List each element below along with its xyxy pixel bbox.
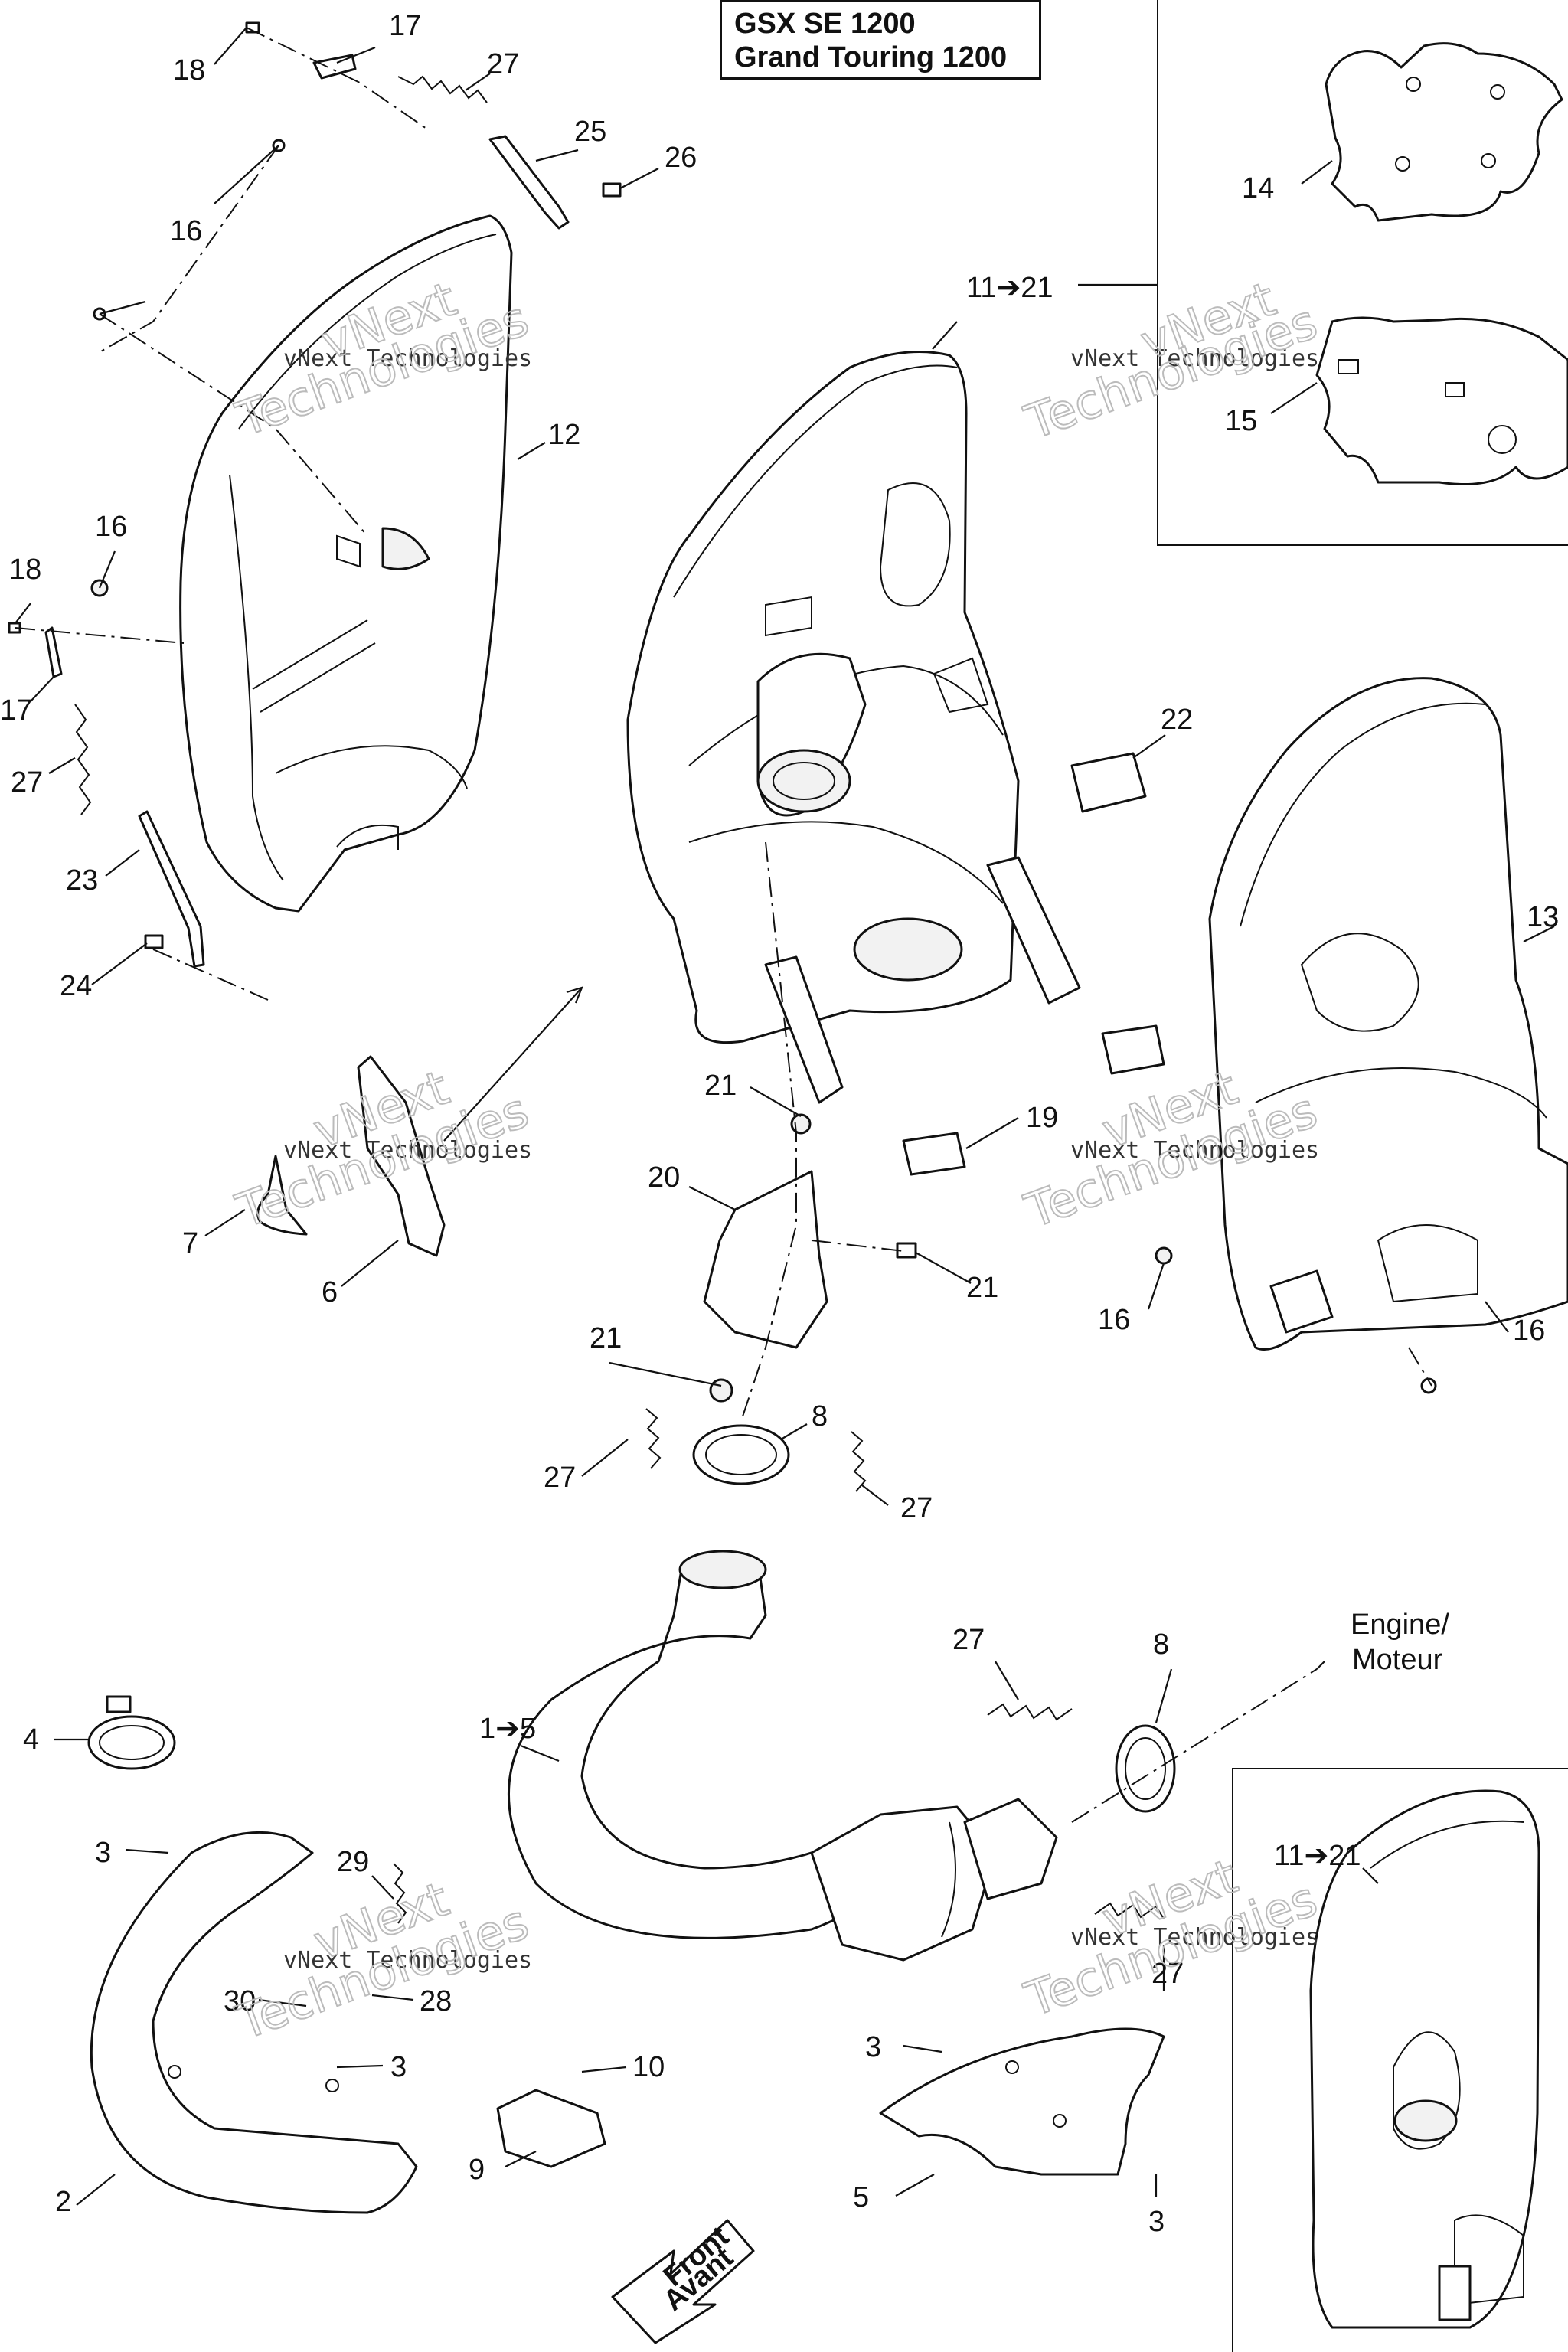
callout-10: 10 [632,2051,665,2083]
engine-label: Engine/ Moteur [1351,1609,1449,1676]
callout-14: 14 [1242,172,1274,204]
callout-21: 21 [704,1070,737,1102]
callout-16: 16 [170,215,202,247]
watermark-small: vNext Technologies [283,1947,532,1974]
callout-27: 27 [487,48,519,80]
shield-7 [256,1155,308,1236]
callout-11-21: 11➔21 [966,272,1054,304]
callout-16: 16 [1513,1315,1545,1347]
callout-2: 2 [55,2186,71,2218]
callout-3: 3 [1148,2206,1165,2238]
airbox-inset [1309,1789,1540,2329]
clamp-4 [87,1695,176,1770]
callout-6: 6 [322,1276,338,1308]
callout-21: 21 [590,1322,622,1354]
callout-3: 3 [390,2051,407,2083]
inset-panel-top [1078,0,1568,546]
airbox-assembly-center [626,351,1081,1104]
engine-label-line1: Engine/ [1351,1609,1449,1641]
callout-13: 13 [1527,901,1559,933]
callout-9: 9 [469,2154,485,2186]
callout-4: 4 [23,1723,39,1756]
small-hardware [8,21,1437,1924]
engine-label-line2: Moteur [1352,1644,1443,1676]
inset-panel-bottom [1232,1768,1568,2352]
callout-27: 27 [11,766,43,799]
callout-17: 17 [0,694,32,727]
watermark-small: vNext Technologies [1070,345,1319,372]
watermark-small: vNext Technologies [1070,1137,1319,1164]
callout-24: 24 [60,970,92,1002]
model-title-line1: GSX SE 1200 [734,8,916,40]
callout-12: 12 [548,419,580,451]
callout-30: 30 [224,1985,256,2017]
assembly-lines [15,27,1432,1823]
callout-19: 19 [1026,1102,1058,1134]
callout-18: 18 [173,54,205,87]
callouts: 17 18 27 25 26 16 12 16 18 17 27 23 24 1… [0,10,1559,2238]
leader-lines [15,27,1555,2206]
model-title-line2: Grand Touring 1200 [734,41,1008,74]
callout-22: 22 [1161,704,1193,736]
callout-26: 26 [665,142,697,174]
callout-5: 5 [853,2181,869,2213]
callout-8: 8 [1153,1628,1169,1661]
callout-3: 3 [95,1837,111,1869]
bracket-9 [496,2089,606,2168]
callout-15: 15 [1225,405,1257,437]
callout-27: 27 [1152,1958,1184,1990]
watermark-small: vNext Technologies [283,345,532,372]
callout-16: 16 [95,511,127,543]
airbox-cover-12 [179,214,513,913]
gasket-15 [1315,316,1568,485]
airbox-right-13 [1208,677,1568,1351]
callout-1-5: 1➔5 [479,1713,536,1745]
exhaust-pipe-1-5 [508,1550,1058,1962]
callout-17: 17 [389,10,421,42]
callout-18: 18 [9,554,41,586]
callout-11-21: 11➔21 [1274,1840,1361,1872]
bracket-6 [357,1055,446,1257]
callout-27: 27 [544,1462,576,1494]
model-title-box: GSX SE 1200 Grand Touring 1200 [720,0,1041,80]
callout-8: 8 [812,1400,828,1432]
heat-shield-5 [879,2027,1165,2176]
gasket-14 [1325,42,1563,222]
watermark-small: vNext Technologies [1070,1924,1319,1951]
callout-21: 21 [966,1272,998,1304]
callout-28: 28 [420,1985,452,2017]
callout-3: 3 [865,2031,881,2063]
callout-27: 27 [952,1624,985,1656]
callout-16: 16 [1098,1304,1130,1336]
callout-23: 23 [66,864,98,897]
front-arrow: Front Avant [611,2219,755,2344]
callout-29: 29 [337,1846,369,1878]
callout-20: 20 [648,1161,680,1194]
callout-25: 25 [574,116,606,148]
callout-27: 27 [900,1492,933,1524]
watermark-small: vNext Technologies [283,1137,532,1164]
callout-7: 7 [182,1227,198,1259]
heat-shield-2 [90,1831,418,2214]
